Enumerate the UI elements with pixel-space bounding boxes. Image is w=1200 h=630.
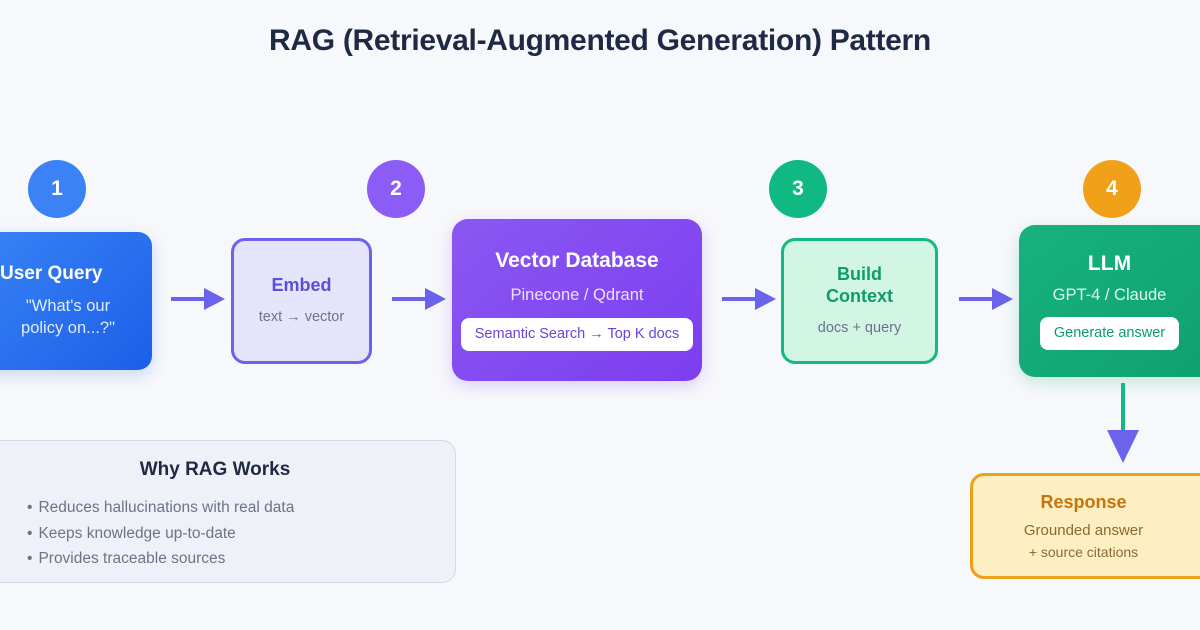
node-user-query[interactable]: User Query "What's our policy on...?"	[0, 232, 152, 370]
list-item-label: Keeps knowledge up-to-date	[38, 524, 236, 542]
node-llm-chip[interactable]: Generate answer	[1039, 317, 1180, 350]
node-vector-database-title: Vector Database	[495, 249, 659, 273]
node-embed[interactable]: Embed text → vector	[231, 238, 372, 364]
node-vector-database[interactable]: Vector Database Pinecone / Qdrant Semant…	[452, 219, 702, 381]
node-embed-subtitle: text → vector	[258, 309, 345, 326]
arrow-shaft	[722, 297, 755, 301]
node-user-query-subtitle: "What's our policy on...?"	[0, 296, 136, 339]
node-vector-database-subtitle: Pinecone / Qdrant	[510, 285, 644, 304]
node-vector-database-chip[interactable]: Semantic Search → Top K docs	[460, 318, 694, 351]
node-user-query-subtitle-line1: "What's our	[25, 297, 111, 316]
node-user-query-title: User Query	[0, 262, 103, 284]
rag-flow-diagram: 1 User Query "What's our policy on...?" …	[0, 155, 1200, 385]
list-item: • Keeps knowledge up-to-date	[27, 521, 429, 547]
list-item: • Provides traceable sources	[27, 546, 429, 572]
node-response-subtitle-line2: + source citations	[1028, 544, 1139, 561]
arrow-head-right-icon	[992, 288, 1013, 310]
step-badge-1-label: 1	[51, 177, 63, 200]
step-badge-3-label: 3	[792, 177, 804, 200]
arrow-embed-to-vector-db	[392, 288, 446, 310]
node-build-context-title: Build Context	[826, 264, 893, 306]
arrow-shaft	[959, 297, 992, 301]
step-badge-4: 4	[1083, 160, 1141, 218]
arrow-build-context-to-llm	[959, 288, 1013, 310]
arrow-user-query-to-embed	[171, 288, 225, 310]
arrow-head-down-icon	[1107, 430, 1139, 463]
step-badge-1: 1	[28, 160, 86, 218]
connector-llm-to-response	[1107, 383, 1139, 463]
page-title: RAG (Retrieval-Augmented Generation) Pat…	[269, 24, 931, 57]
panel-why-rag-works-title: Why RAG Works	[139, 459, 291, 480]
arrow-head-right-icon	[755, 288, 776, 310]
bullet-icon: •	[27, 499, 33, 516]
connector-shaft	[1121, 383, 1125, 434]
list-item-label: Reduces hallucinations with real data	[38, 499, 295, 516]
node-response-title: Response	[1040, 491, 1127, 512]
arrow-head-right-icon	[204, 288, 225, 310]
panel-why-rag-works: Why RAG Works • Reduces hallucinations wi…	[0, 440, 456, 583]
arrow-shaft	[392, 297, 425, 301]
node-response-subtitle-line1: Grounded answer	[1023, 521, 1144, 539]
bullet-icon: •	[27, 550, 33, 568]
step-badge-2-label: 2	[390, 177, 402, 200]
step-badge-3: 3	[769, 160, 827, 218]
arrow-shaft	[171, 297, 204, 301]
step-badge-4-label: 4	[1106, 177, 1118, 200]
node-build-context-title-line2: Context	[826, 285, 893, 306]
panel-why-rag-works-list: • Reduces hallucinations with real data •…	[27, 495, 429, 572]
node-llm[interactable]: LLM GPT-4 / Claude Generate answer	[1019, 225, 1200, 377]
list-item: • Reduces hallucinations with real data	[27, 495, 429, 521]
node-build-context-title-line1: Build	[837, 264, 882, 285]
node-embed-title: Embed	[271, 274, 332, 295]
node-build-context[interactable]: Build Context docs + query	[781, 238, 938, 364]
node-user-query-subtitle-line2: policy on...?"	[21, 318, 115, 337]
node-response[interactable]: Response Grounded answer + source citati…	[970, 473, 1200, 579]
node-llm-title: LLM	[1087, 252, 1132, 276]
arrow-head-right-icon	[425, 288, 446, 310]
arrow-vector-db-to-build-context	[722, 288, 776, 310]
node-llm-subtitle: GPT-4 / Claude	[1052, 285, 1167, 304]
step-badge-2: 2	[367, 160, 425, 218]
list-item-label: Provides traceable sources	[38, 550, 226, 568]
bullet-icon: •	[27, 524, 33, 542]
node-build-context-subtitle: docs + query	[817, 319, 902, 336]
